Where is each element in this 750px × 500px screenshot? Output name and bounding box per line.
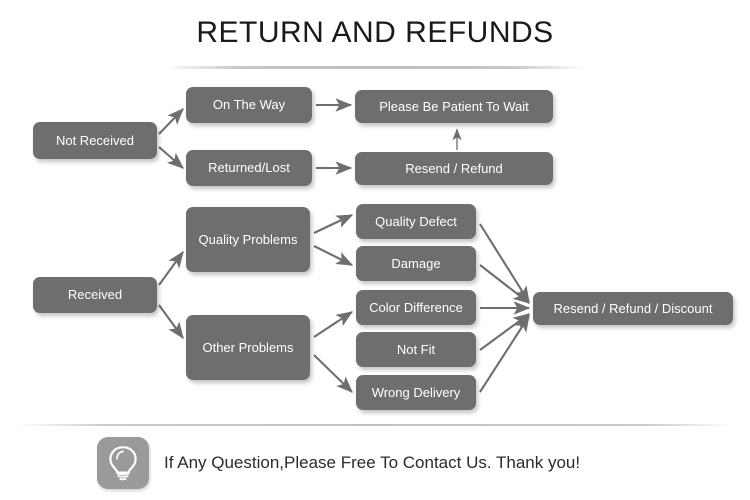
edge-received-quality-problems (158, 250, 184, 286)
footer-contact-note: If Any Question,Please Free To Contact U… (97, 437, 580, 489)
node-label: Resend / Refund / Discount (553, 300, 713, 316)
node-resend-refund-discount[interactable]: Resend / Refund / Discount (533, 292, 733, 325)
node-label: Quality Problems (198, 231, 298, 247)
title-divider (163, 66, 587, 69)
node-received[interactable]: Received (33, 277, 157, 313)
edge-other-problems-color-difference (313, 311, 354, 338)
node-label: Wrong Delivery (371, 384, 461, 400)
node-not-fit[interactable]: Not Fit (356, 332, 476, 367)
footer-text: If Any Question,Please Free To Contact U… (164, 453, 581, 472)
edge-damage-final (479, 264, 530, 304)
node-label: On The Way (212, 97, 286, 113)
edge-quality-defect-final (479, 223, 530, 304)
node-label: Returned/Lost (208, 160, 290, 176)
node-label: Not Fit (396, 341, 436, 357)
edge-quality-problems-quality-defect (313, 214, 354, 234)
edge-wrong-delivery-final (479, 314, 530, 393)
node-on-the-way[interactable]: On The Way (186, 87, 312, 123)
edge-not-received-on-the-way (158, 108, 184, 135)
node-damage[interactable]: Damage (356, 246, 476, 281)
node-label: Other Problems (202, 339, 294, 355)
node-please-be-patient-to-wait[interactable]: Please Be Patient To Wait (355, 90, 553, 123)
footer-divider (16, 424, 734, 426)
node-label: Please Be Patient To Wait (379, 98, 529, 114)
node-returned-lost[interactable]: Returned/Lost (186, 150, 312, 186)
edge-quality-problems-damage (313, 245, 354, 266)
edge-received-other-problems (158, 304, 184, 340)
node-other-problems[interactable]: Other Problems (186, 315, 310, 380)
node-quality-defect[interactable]: Quality Defect (356, 204, 476, 239)
node-label: Resend / Refund (405, 160, 503, 176)
node-label: Color Difference (369, 299, 463, 315)
edge-not-received-returned-lost (158, 146, 184, 169)
node-label: Received (67, 287, 123, 303)
node-not-received[interactable]: Not Received (33, 122, 157, 159)
node-label: Quality Defect (375, 213, 457, 229)
node-resend-refund[interactable]: Resend / Refund (355, 152, 553, 185)
node-quality-problems[interactable]: Quality Problems (186, 207, 310, 272)
lightbulb-icon (97, 437, 149, 489)
node-color-difference[interactable]: Color Difference (356, 290, 476, 325)
node-label: Not Received (55, 132, 135, 148)
page-title: RETURN AND REFUNDS (196, 16, 554, 49)
node-wrong-delivery[interactable]: Wrong Delivery (356, 375, 476, 410)
node-label: Damage (391, 255, 441, 271)
edge-not-fit-final (479, 313, 531, 351)
edge-other-problems-wrong-delivery (313, 354, 353, 393)
